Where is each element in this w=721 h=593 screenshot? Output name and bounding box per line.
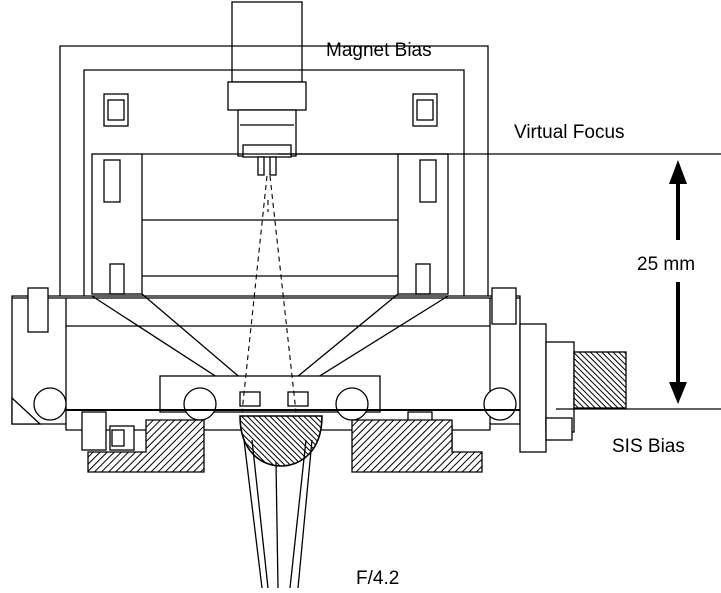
- f-number-label: F/4.2: [356, 568, 399, 588]
- magnet-pole-tip-right: [269, 156, 277, 176]
- magnet-bias-label: Magnet Bias: [326, 40, 432, 61]
- dowel-pin-3: [335, 387, 369, 421]
- inner-post-left: [91, 153, 143, 295]
- side-flange: [519, 323, 547, 453]
- magnet-pole-tip-left: [257, 156, 265, 176]
- dimension-arrowhead-top: [669, 160, 687, 184]
- outer-frame: [59, 45, 489, 298]
- dimension-arrowhead-bottom: [669, 382, 687, 404]
- magnet-collar: [227, 81, 307, 111]
- beam-edge-left: [243, 439, 263, 589]
- sis-bias-label: SIS Bias: [612, 436, 685, 457]
- bias-connector: [573, 351, 627, 409]
- dashed-ray-right: [269, 175, 297, 413]
- dowel-pin-4: [483, 387, 517, 421]
- virtual-focus-label: Virtual Focus: [514, 122, 625, 143]
- dowel-pin-2: [183, 387, 217, 421]
- clamp-right: [351, 419, 483, 473]
- clamp-left: [87, 419, 205, 473]
- hemispherical-lens: [239, 415, 323, 467]
- inner-post-right: [397, 153, 449, 295]
- dashed-ray-left: [241, 175, 268, 413]
- beam-edge-right: [297, 439, 313, 589]
- magnet-housing: [231, 1, 303, 83]
- dimension-label: 25 mm: [637, 254, 695, 275]
- dowel-pin-1: [33, 387, 67, 421]
